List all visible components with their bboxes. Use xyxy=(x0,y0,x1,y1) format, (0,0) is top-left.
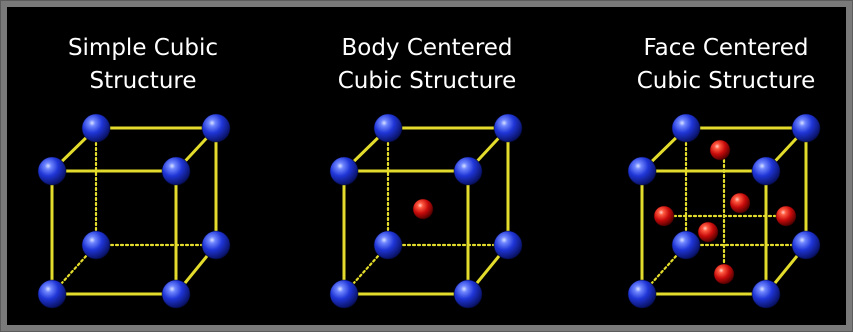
corner-atom xyxy=(81,113,111,143)
panel-body-centered-cubic: Body Centered Cubic Structure xyxy=(329,35,523,309)
panel-title-line-2: Cubic Structure xyxy=(338,68,517,94)
corner-atom xyxy=(751,156,781,186)
face-center-atom-front xyxy=(697,221,719,243)
face-center-atom-left xyxy=(653,205,675,227)
face-center-atom-back xyxy=(729,192,751,214)
corner-atom xyxy=(453,156,483,186)
corner-atom xyxy=(329,279,359,309)
panel-title-line-1: Face Centered xyxy=(644,35,809,61)
corner-atom xyxy=(373,230,403,260)
body-center-atom xyxy=(412,198,434,220)
corner-atom xyxy=(671,230,701,260)
corner-atom xyxy=(671,113,701,143)
corner-atom xyxy=(453,279,483,309)
corner-atom xyxy=(791,230,821,260)
corner-atom xyxy=(161,156,191,186)
corner-atom xyxy=(201,230,231,260)
corner-atom xyxy=(37,279,67,309)
panel-simple-cubic: Simple Cubic Structure xyxy=(37,35,231,309)
corner-atoms xyxy=(329,113,523,309)
corner-atom xyxy=(493,230,523,260)
corner-atom xyxy=(329,156,359,186)
panel-title-line-1: Simple Cubic xyxy=(68,35,218,61)
panel-face-centered-cubic: Face Centered Cubic Structure xyxy=(627,35,821,309)
face-center-atom-top xyxy=(709,139,731,161)
corner-atom xyxy=(791,113,821,143)
corner-atom xyxy=(37,156,67,186)
corner-atom xyxy=(493,113,523,143)
panel-title-line-2: Structure xyxy=(90,68,197,94)
face-center-atoms xyxy=(653,139,797,285)
cube-edges-visible xyxy=(50,126,218,296)
panel-title-line-2: Cubic Structure xyxy=(637,68,816,94)
corner-atom xyxy=(751,279,781,309)
corner-atom xyxy=(627,279,657,309)
corner-atom xyxy=(81,230,111,260)
corner-atom xyxy=(627,156,657,186)
face-center-atom-bottom xyxy=(713,263,735,285)
panel-title-line-1: Body Centered xyxy=(341,35,512,61)
corner-atom xyxy=(161,279,191,309)
face-center-atom-right xyxy=(775,205,797,227)
corner-atom xyxy=(373,113,403,143)
corner-atoms xyxy=(627,113,821,309)
corner-atom xyxy=(201,113,231,143)
corner-atoms xyxy=(37,113,231,309)
